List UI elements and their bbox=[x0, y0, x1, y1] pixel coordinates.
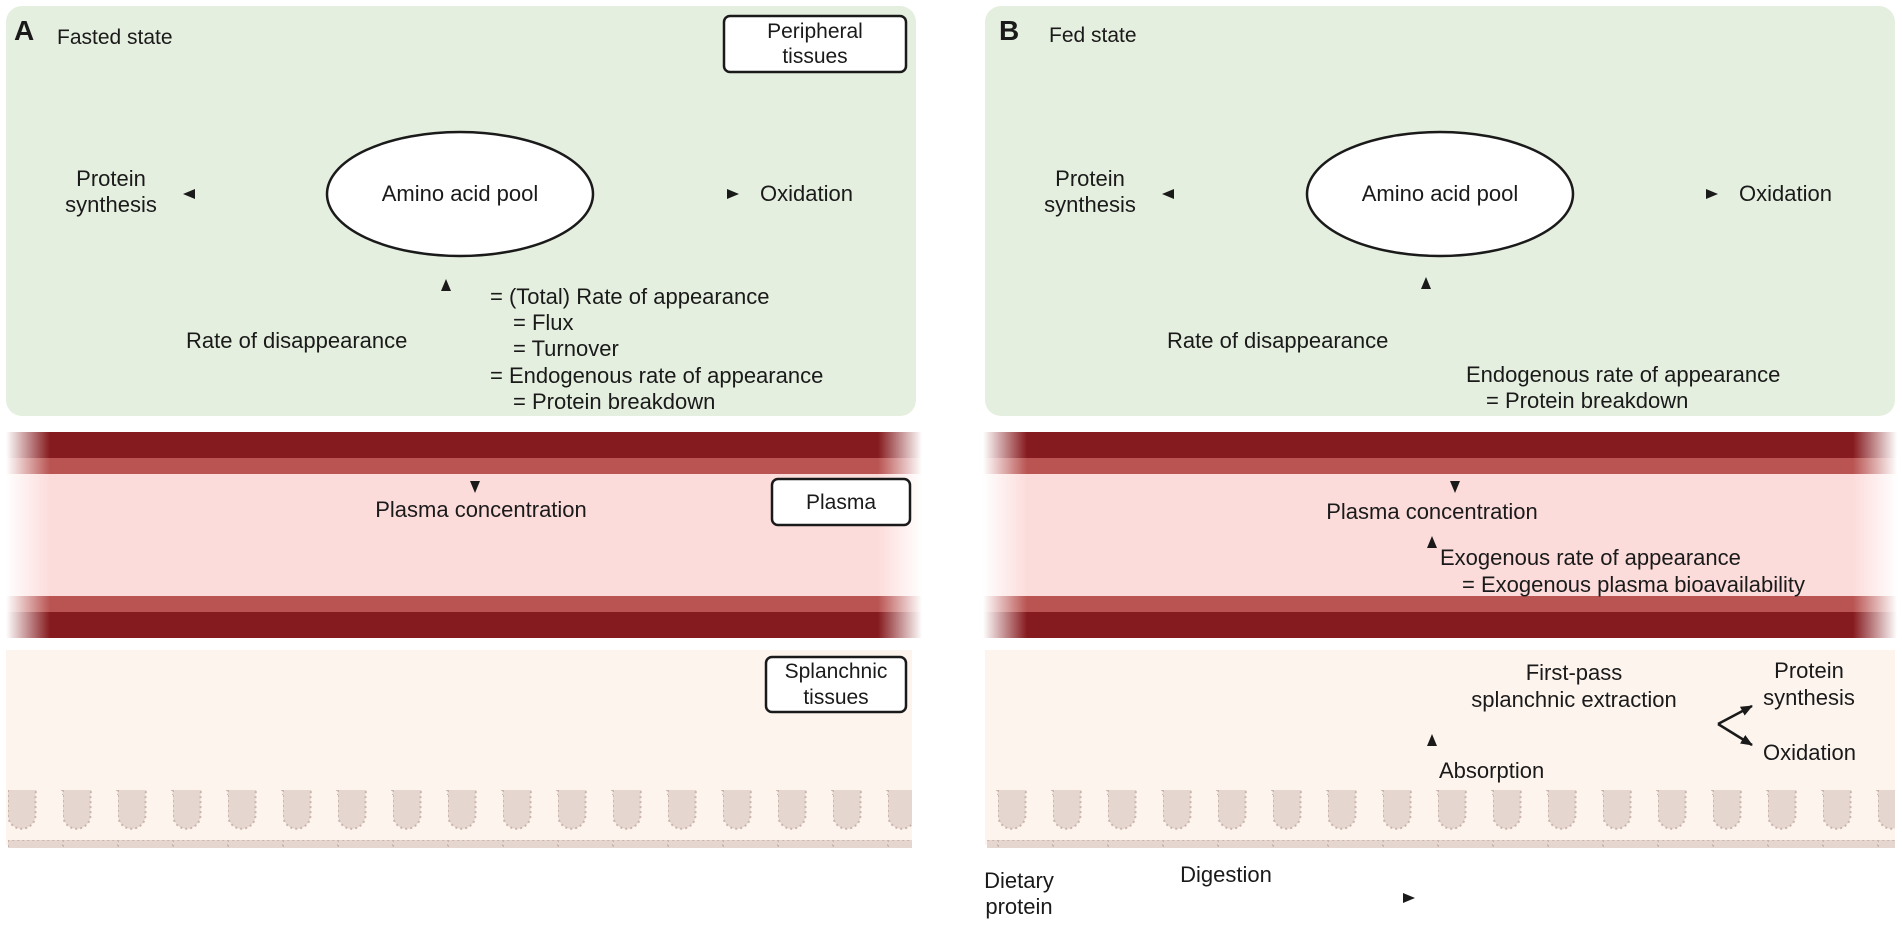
appearance-line-3: = Turnover bbox=[513, 336, 619, 361]
appearance-line-2: = Flux bbox=[513, 310, 574, 335]
fp-oxidation-label: Oxidation bbox=[1763, 740, 1856, 765]
dietary-protein-line1: Dietary bbox=[984, 868, 1054, 893]
panel-title: Fasted state bbox=[57, 26, 173, 49]
rate-of-disappearance-label: Rate of disappearance bbox=[186, 328, 407, 353]
panel-title-b: Fed state bbox=[1049, 24, 1137, 47]
endogenous-line-1: Endogenous rate of appearance bbox=[1466, 362, 1780, 387]
oxidation-label-b: Oxidation bbox=[1739, 181, 1832, 206]
panel-letter: A bbox=[14, 15, 34, 46]
protein-synthesis-line1-b: Protein bbox=[1055, 166, 1125, 191]
intestinal-villi bbox=[8, 790, 912, 848]
to-fp-protein-synthesis-arrow bbox=[1717, 704, 1753, 726]
intestinal-villi-b bbox=[987, 790, 1895, 848]
plasma-concentration-label: Plasma concentration bbox=[375, 497, 587, 522]
amino-acid-pool-label-b: Amino acid pool bbox=[1362, 181, 1519, 206]
plasma-concentration-label-b: Plasma concentration bbox=[1326, 499, 1538, 524]
peripheral-tissues-line1: Peripheral bbox=[767, 20, 863, 43]
protein-synthesis-line2-b: synthesis bbox=[1044, 192, 1136, 217]
plasma-box-label: Plasma bbox=[806, 491, 876, 514]
amino-acid-pool-label: Amino acid pool bbox=[382, 181, 539, 206]
exogenous-line-1: Exogenous rate of appearance bbox=[1440, 545, 1741, 570]
blood-vessel bbox=[6, 432, 922, 638]
protein-synthesis-line2: synthesis bbox=[65, 192, 157, 217]
peripheral-tissues-box bbox=[722, 14, 908, 74]
appearance-line-1: = (Total) Rate of appearance bbox=[490, 284, 769, 309]
peripheral-tissues-line2: tissues bbox=[782, 45, 847, 68]
splanchnic-tissues-line2: tissues bbox=[803, 686, 868, 709]
plasma-box bbox=[770, 477, 912, 527]
first-pass-line-1: First-pass bbox=[1526, 660, 1623, 685]
splanchnic-tissues-line1: Splanchnic bbox=[785, 660, 888, 683]
appearance-line-5: = Protein breakdown bbox=[513, 389, 715, 414]
panel-b: B Fed state Amino acid pool Protein synt… bbox=[983, 6, 1897, 919]
fp-protein-synthesis-line2: synthesis bbox=[1763, 685, 1855, 710]
splanchnic-tissues-box bbox=[764, 655, 908, 714]
blood-vessel-b bbox=[983, 432, 1897, 638]
absorption-label: Absorption bbox=[1439, 758, 1544, 783]
digestion-label: Digestion bbox=[1180, 862, 1272, 887]
first-pass-line-2: splanchnic extraction bbox=[1471, 687, 1676, 712]
exogenous-line-2: = Exogenous plasma bioavailability bbox=[1462, 572, 1805, 597]
oxidation-label: Oxidation bbox=[760, 181, 853, 206]
rate-of-disappearance-label-b: Rate of disappearance bbox=[1167, 328, 1388, 353]
protein-synthesis-line1: Protein bbox=[76, 166, 146, 191]
appearance-line-4: = Endogenous rate of appearance bbox=[490, 363, 823, 388]
panel-a: A Fasted state Peripheral tissues Amino … bbox=[6, 6, 922, 848]
to-fp-oxidation-arrow bbox=[1717, 722, 1753, 747]
fp-protein-synthesis-line1: Protein bbox=[1774, 658, 1844, 683]
endogenous-line-2: = Protein breakdown bbox=[1486, 388, 1688, 413]
amino-acid-pool-ellipse-b bbox=[1305, 130, 1575, 258]
amino-acid-pool-ellipse bbox=[325, 130, 595, 258]
panel-letter-b: B bbox=[999, 15, 1019, 46]
dietary-protein-line2: protein bbox=[985, 894, 1052, 919]
